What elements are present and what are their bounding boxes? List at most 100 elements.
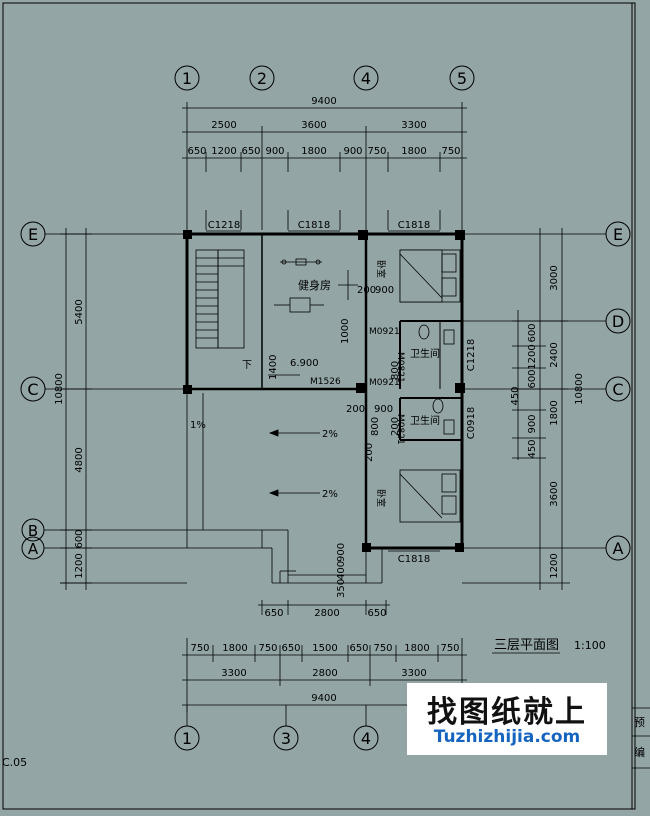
balcony-dim-900: 900 xyxy=(336,543,347,562)
dim-top-r1-2: 3600 xyxy=(301,120,326,131)
bottom-dimension-lines xyxy=(182,600,467,712)
top-dimension-lines xyxy=(182,102,467,230)
dim-left-2: 4800 xyxy=(74,447,85,472)
slope-label-3: 1% xyxy=(190,420,206,431)
axis-right-E: E xyxy=(613,225,623,244)
side-fragment-1: 预 xyxy=(634,716,645,729)
dim-left-3: 600 xyxy=(74,529,85,548)
misc-labels: 6.900 2% 2% 1% 200 900 1000 1400 200 900… xyxy=(190,285,401,500)
watermark-box: 找图纸就上 Tuzhizhijia.com xyxy=(407,683,607,755)
beds xyxy=(399,249,461,523)
slope-label-2: 2% xyxy=(322,489,338,500)
misc-dim-1000: 1000 xyxy=(340,319,351,344)
dim-bot-r2-3: 750 xyxy=(258,643,277,654)
dim-right-in-3: 600 xyxy=(527,369,538,388)
dim-top-r2-4: 900 xyxy=(265,146,284,157)
room-bath-2: 卫生间 xyxy=(410,414,440,427)
bath-fixtures xyxy=(418,324,455,435)
left-grid-axes: E C B A xyxy=(20,221,46,560)
misc-dim-800-a: 800 xyxy=(390,361,401,380)
drawing-title: 三层平面图 xyxy=(494,638,559,653)
balcony-dims: 350 400 900 xyxy=(336,543,347,598)
window-c1818-top-2: C1818 xyxy=(398,220,430,231)
dim-bot-r2-1: 750 xyxy=(190,643,209,654)
dim-right-in-5: 450 xyxy=(527,439,538,458)
dim-bot-r2-5: 1500 xyxy=(312,643,337,654)
door-m1526: M1526 xyxy=(310,377,341,387)
dim-left-outer: 10800 xyxy=(54,373,65,405)
gym-equipment xyxy=(274,258,358,313)
dim-left-1: 5400 xyxy=(74,299,85,324)
page-border xyxy=(2,2,636,810)
dim-bot-total: 9400 xyxy=(311,693,336,704)
door-m0921-1: M0921 xyxy=(369,327,400,337)
side-fragment-2: 编 xyxy=(634,745,645,759)
dim-right-in-4: 900 xyxy=(527,414,538,433)
watermark-en: Tuzhizhijia.com xyxy=(433,727,581,747)
axis-bottom-4: 4 xyxy=(361,729,371,748)
dim-bot-r3-2: 2800 xyxy=(312,668,337,679)
axis-bottom-3: 3 xyxy=(281,729,291,748)
dim-top-r2-9: 750 xyxy=(441,146,460,157)
terrace-outline xyxy=(186,389,383,584)
misc-dim-800-b: 800 xyxy=(370,417,381,436)
misc-dim-200-d: 200 xyxy=(390,417,401,436)
dim-bot-r3-3: 3300 xyxy=(401,668,426,679)
dim-top-r2-5: 1800 xyxy=(301,146,326,157)
dim-right-outer: 10800 xyxy=(574,373,585,405)
elevation-label: 6.900 xyxy=(290,358,319,369)
dim-top-r2-2: 1200 xyxy=(211,146,236,157)
title-block-fragment: 预 编 xyxy=(632,707,650,769)
dim-bot-r2-9: 750 xyxy=(440,643,459,654)
axis-left-A: A xyxy=(28,540,39,558)
left-dimension-text: 10800 5400 4800 600 1200 xyxy=(54,299,85,578)
room-bedroom-2: 卧室 xyxy=(375,489,387,507)
staircase xyxy=(195,249,245,349)
dim-top-r2-3: 650 xyxy=(241,146,260,157)
dim-bot-r2-2: 1800 xyxy=(222,643,247,654)
drawing-scale: 1:100 xyxy=(574,639,606,652)
right-dimension-lines xyxy=(512,228,568,590)
dim-bot-r2-6: 650 xyxy=(349,643,368,654)
dim-top-r2-8: 1800 xyxy=(401,146,426,157)
dim-bot-r2-8: 1800 xyxy=(404,643,429,654)
dim-top-total: 9400 xyxy=(311,96,336,107)
right-dimension-text: 10800 3000 2400 1800 3600 1200 600 1200 … xyxy=(510,265,585,578)
dim-bot-r1-1: 650 xyxy=(264,608,283,619)
dim-right-in-1: 600 xyxy=(527,323,538,342)
window-c1818-bottom: C1818 xyxy=(398,554,430,565)
dim-bot-r2-7: 750 xyxy=(373,643,392,654)
dim-right-1: 3000 xyxy=(549,265,560,290)
columns xyxy=(183,230,465,552)
dim-right-5: 1200 xyxy=(549,553,560,578)
misc-dim-1400: 1400 xyxy=(268,355,279,380)
misc-dim-900: 900 xyxy=(375,285,394,296)
dim-top-r1-3: 3300 xyxy=(401,120,426,131)
window-symbols xyxy=(206,230,440,552)
dim-right-2: 2400 xyxy=(549,342,560,367)
bottom-dimension-text: 650 2800 650 750 1800 750 650 1500 650 7… xyxy=(190,608,459,704)
axis-left-E: E xyxy=(28,225,38,244)
axis-right-A: A xyxy=(613,539,624,558)
axis-top-2: 2 xyxy=(257,69,267,88)
dim-top-r1-1: 2500 xyxy=(211,120,236,131)
slope-arrows xyxy=(268,374,320,497)
axis-left-C: C xyxy=(27,380,38,399)
window-c0918-right: C0918 xyxy=(466,407,477,439)
dim-bot-r2-4: 650 xyxy=(281,643,300,654)
window-c1218-top: C1218 xyxy=(208,220,240,231)
misc-dim-900-b: 900 xyxy=(374,404,393,415)
balcony-dim-350: 350 xyxy=(336,579,347,598)
axis-top-5: 5 xyxy=(457,69,467,88)
room-gym: 健身房 xyxy=(298,278,331,292)
dim-bot-r1-3: 650 xyxy=(367,608,386,619)
door-labels: M0921 M0921 M1526 M0821 M0821 xyxy=(310,327,405,445)
watermark-cn: 找图纸就上 xyxy=(427,695,587,730)
axis-right-D: D xyxy=(612,312,624,331)
door-m0821-2: M0821 xyxy=(395,414,405,445)
room-bedroom-1: 卧室 xyxy=(375,260,387,278)
axis-top-4: 4 xyxy=(361,69,371,88)
misc-dim-200: 200 xyxy=(357,285,376,296)
